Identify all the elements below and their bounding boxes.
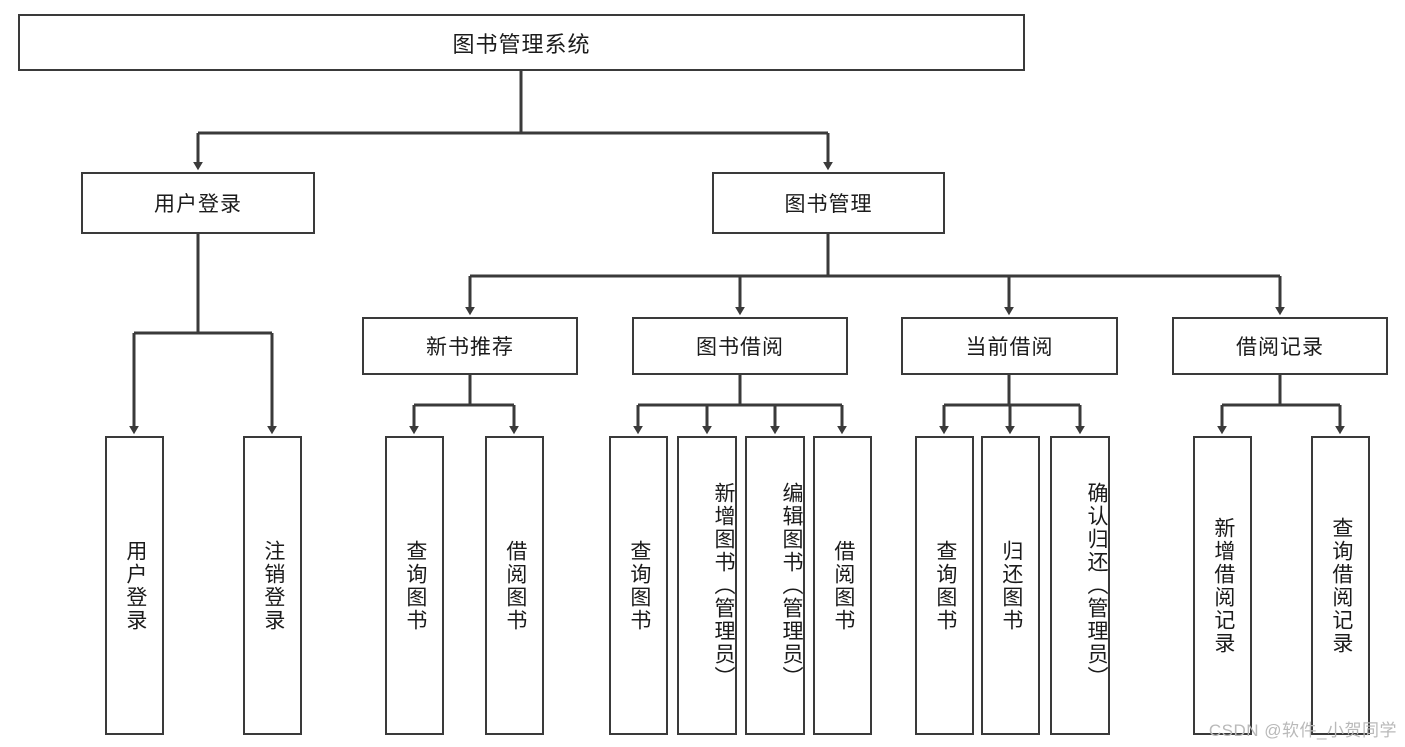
leaf-query-book-current[interactable]: 查询图书 — [915, 436, 974, 735]
leaf-query-book-borrow[interactable]: 查询图书 — [609, 436, 668, 735]
leaf-confirm-return-admin[interactable]: 确认归还（管理员） — [1050, 436, 1110, 735]
leaf-borrow-book[interactable]: 借阅图书 — [813, 436, 872, 735]
leaf-query-book-recommend[interactable]: 查询图书 — [385, 436, 444, 735]
leaf-borrow-book-recommend[interactable]: 借阅图书 — [485, 436, 544, 735]
leaf-edit-book-admin[interactable]: 编辑图书（管理员） — [745, 436, 805, 735]
leaf-user-login[interactable]: 用户登录 — [105, 436, 164, 735]
leaf-logout-login[interactable]: 注销登录 — [243, 436, 302, 735]
leaf-return-book[interactable]: 归还图书 — [981, 436, 1040, 735]
leaf-add-borrow-record[interactable]: 新增借阅记录 — [1193, 436, 1252, 735]
node-current-borrow[interactable]: 当前借阅 — [901, 317, 1118, 375]
leaf-add-book-admin[interactable]: 新增图书（管理员） — [677, 436, 737, 735]
node-book-borrow[interactable]: 图书借阅 — [632, 317, 848, 375]
leaf-query-borrow-record[interactable]: 查询借阅记录 — [1311, 436, 1370, 735]
node-root-book-management-system[interactable]: 图书管理系统 — [18, 14, 1025, 71]
node-book-management[interactable]: 图书管理 — [712, 172, 945, 234]
watermark: CSDN @软件_小贺同学 — [1208, 721, 1397, 740]
node-user-login[interactable]: 用户登录 — [81, 172, 315, 234]
node-new-book-recommend[interactable]: 新书推荐 — [362, 317, 578, 375]
node-borrow-record[interactable]: 借阅记录 — [1172, 317, 1388, 375]
